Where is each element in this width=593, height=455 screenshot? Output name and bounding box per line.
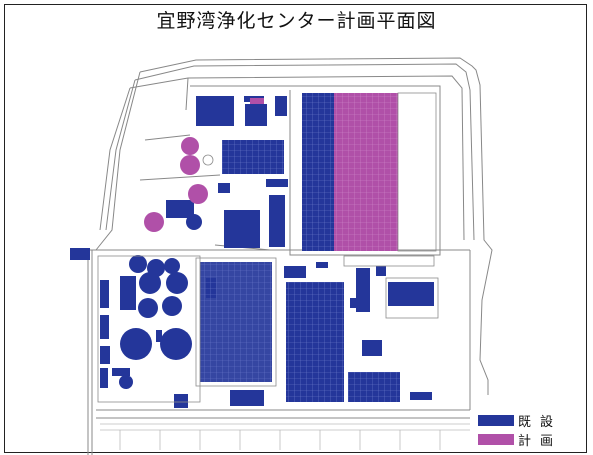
existing-tank <box>164 258 180 274</box>
existing-building <box>266 179 288 187</box>
existing-building <box>388 282 434 306</box>
legend: 既設 計画 <box>478 412 562 450</box>
existing-building <box>376 266 386 276</box>
existing-building <box>156 330 162 342</box>
existing-building <box>100 315 109 339</box>
existing-building <box>362 340 382 356</box>
site-boundary <box>70 57 493 455</box>
existing-tank <box>160 328 192 360</box>
existing-tank <box>120 328 152 360</box>
legend-swatch-planned <box>478 433 514 445</box>
existing-building <box>245 104 267 126</box>
existing-building <box>284 266 306 278</box>
legend-label-existing: 既設 <box>518 414 563 430</box>
legend-swatch-existing <box>478 414 514 426</box>
existing-building <box>100 280 109 308</box>
existing-building <box>275 96 287 116</box>
existing-building <box>70 248 90 260</box>
existing-building <box>174 394 188 408</box>
map-title: 宜野湾浄化センター計画平面図 <box>156 10 437 32</box>
existing-building <box>224 210 260 248</box>
existing-tank <box>139 272 161 294</box>
existing-tank <box>119 375 133 389</box>
existing-building <box>230 390 264 406</box>
existing-building <box>316 262 328 268</box>
existing-building <box>350 298 366 308</box>
legend-item-existing: 既設 <box>478 412 563 430</box>
planned-tank <box>181 137 199 155</box>
bottom-road <box>100 423 470 450</box>
existing-building <box>112 368 130 376</box>
existing-tank <box>162 296 182 316</box>
legend-item-planned: 計画 <box>478 431 563 449</box>
planned-tank <box>188 184 208 204</box>
existing-building <box>166 200 194 218</box>
planned-tank <box>144 212 164 232</box>
planned-texture <box>334 93 398 251</box>
existing-tank <box>138 298 158 318</box>
block-texture <box>200 93 400 402</box>
existing-tank <box>166 272 188 294</box>
existing-tank <box>129 255 147 273</box>
planned-building <box>250 98 264 104</box>
planned-tank <box>180 155 200 175</box>
existing-building <box>100 346 110 364</box>
legend-label-planned: 計画 <box>518 433 563 449</box>
existing-building <box>196 96 234 126</box>
existing-building <box>120 276 136 310</box>
existing-building <box>269 195 285 247</box>
existing-building <box>218 183 230 193</box>
existing-building <box>410 392 432 400</box>
existing-building <box>100 368 108 388</box>
outline-structures <box>97 92 439 403</box>
